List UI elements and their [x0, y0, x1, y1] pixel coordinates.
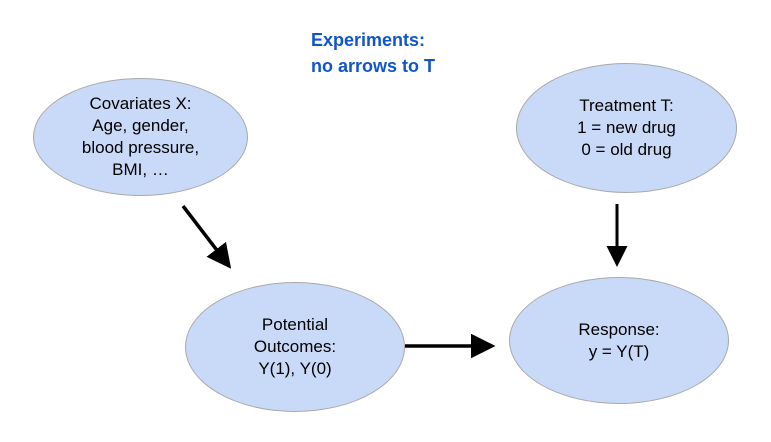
diagram-title: Experiments: no arrows to T [311, 27, 435, 79]
node-covariates: Covariates X: Age, gender, blood pressur… [33, 78, 248, 196]
node-text-line: Response: [578, 319, 660, 339]
node-text-line: blood pressure, [81, 138, 200, 157]
node-text-line: Age, gender, [92, 116, 189, 135]
node-text-line: BMI, … [112, 160, 169, 179]
node-text-line: 1 = new drug [577, 118, 676, 137]
diagram-title-line2: no arrows to T [311, 56, 436, 76]
node-text-line: Y(1), Y(0) [258, 359, 332, 378]
arrow-covariates-to-outcomes [181, 204, 232, 269]
node-response: Response: y = Y(T) [509, 277, 729, 404]
node-text-line: Potential [261, 315, 329, 334]
node-text-line: y = Y(T) [588, 341, 650, 361]
node-text-line: 0 = old drug [581, 140, 672, 159]
diagram-title-line1: Experiments: [311, 30, 426, 50]
node-potential-outcomes: Potential Outcomes: Y(1), Y(0) [185, 282, 405, 412]
node-text-line: Covariates X: [89, 94, 192, 113]
node-text-line: Outcomes: [253, 337, 337, 356]
node-text-line: Treatment T: [579, 96, 674, 115]
node-treatment: Treatment T: 1 = new drug 0 = old drug [516, 63, 737, 193]
